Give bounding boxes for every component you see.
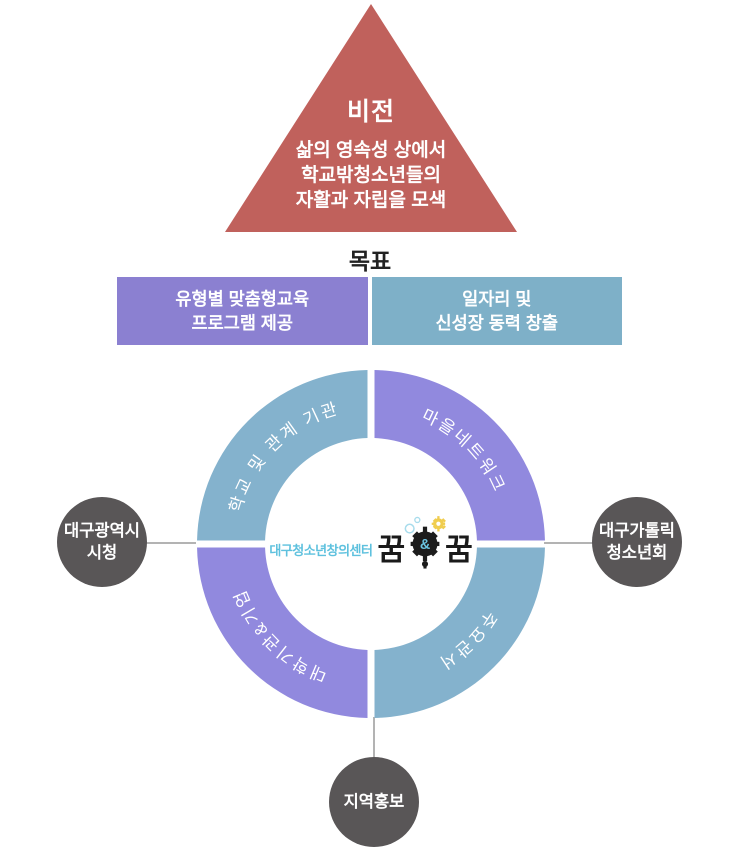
node-bottom-line-1: 지역홍보 [343,793,405,811]
center-logo-kkum-left: 꿈 [377,534,406,567]
connector-line-left [146,542,196,544]
connector-line-right [544,542,594,544]
center-logo-org-name: 대구청소년창의센터 [269,542,373,558]
gear-and-lightbulb-icon: & [404,516,447,569]
goal-box-education: 유형별 맞춤형교육 프로그램 제공 [117,277,368,345]
ring-segment-bottom-left [197,547,368,718]
goal-box-jobs-line-2: 신성장 동력 창출 [435,313,558,333]
goal-box-education-line-1: 유형별 맞춤형교육 [175,289,310,309]
lightbulb-icon [421,560,429,569]
node-left-line-1: 대구광역시 [64,522,140,540]
main-gear-icon: & [410,526,440,562]
node-daegu-catholic-youth: 대구가톨릭 청소년회 [592,497,682,587]
center-logo-kkum-right: 꿈 [445,534,473,567]
vision-text: 삶의 영속성 상에서 학교밖청소년들의 자활과 자립을 모색 [225,138,517,213]
vision-triangle: 비전 삶의 영속성 상에서 학교밖청소년들의 자활과 자립을 모색 [225,4,517,232]
ring-segment-top-right [374,370,545,541]
goal-title: 목표 [348,248,392,274]
vision-line-1: 삶의 영속성 상에서 [295,140,447,161]
goal-box-jobs-line-1: 일자리 및 [462,289,532,309]
ring-segment-bottom-right [374,547,545,718]
goal-boxes: 유형별 맞춤형교육 프로그램 제공 일자리 및 신성장 동력 창출 [117,277,622,345]
node-right-line-1: 대구가톨릭 [599,522,675,540]
vision-line-2: 학교밖청소년들의 [301,165,441,186]
small-yellow-gear-icon [431,516,447,532]
node-regional-promotion: 지역홍보 [329,757,419,847]
center-logo-brand: 꿈 [377,514,473,570]
center-logo: 대구청소년창의센터 꿈 [256,503,486,581]
connector-line-bottom [373,717,375,757]
partner-ring: 학교 및 관계 기관 마을네트워크 대학기관&기업 주요관서 [197,370,545,718]
goal-box-jobs: 일자리 및 신성장 동력 창출 [371,277,622,345]
ring-segment-top-left [197,370,368,541]
node-daegu-city-hall: 대구광역시 시청 [57,497,147,587]
node-left-line-2: 시청 [86,544,118,562]
gear-ampersand: & [420,537,430,553]
goal-box-education-line-2: 프로그램 제공 [191,313,293,333]
vision-line-3: 자활과 자립을 모색 [295,190,447,211]
vision-title: 비전 [346,98,395,126]
node-right-line-2: 청소년회 [606,544,668,562]
